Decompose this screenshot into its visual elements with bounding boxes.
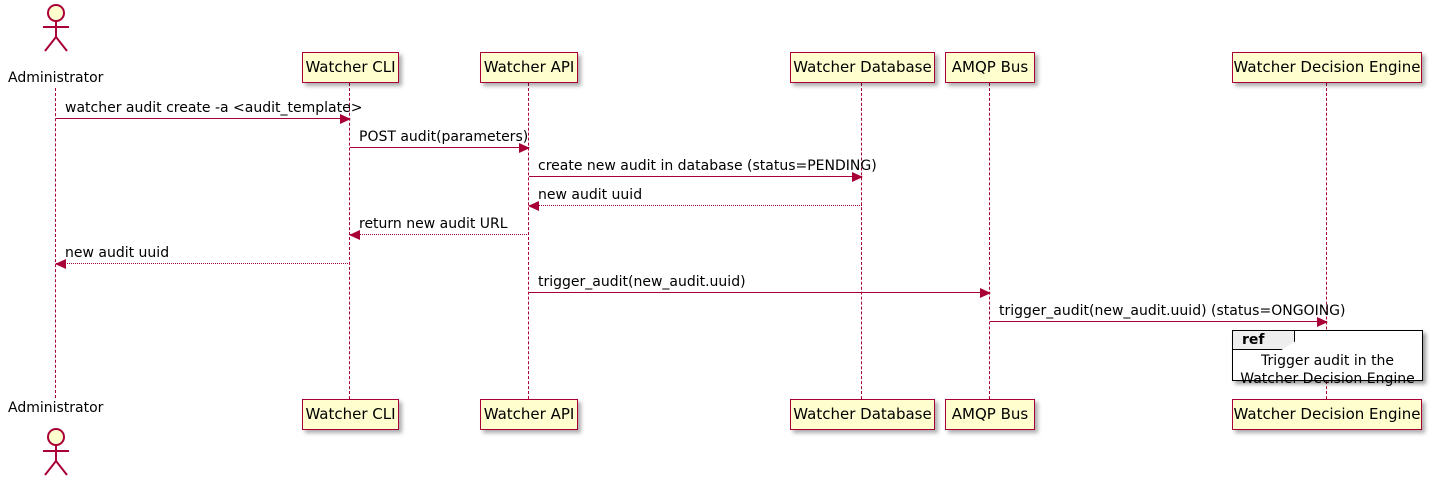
- participant-top-amqp-bus[interactable]: AMQP Bus: [945, 52, 1035, 83]
- message-label-6: trigger_audit(new_audit.uuid): [538, 274, 746, 290]
- message-label-1: POST audit(parameters): [359, 129, 529, 145]
- ref-fragment-line-0: Trigger audit in the: [1260, 353, 1395, 369]
- arrowhead-1: [519, 143, 530, 153]
- participant-bottom-decision-engine[interactable]: Watcher Decision Engine: [1232, 399, 1422, 430]
- message-arrow-5: [55, 259, 350, 269]
- message-arrow-7: [990, 317, 1328, 327]
- actor-label-top-administrator: Administrator: [8, 70, 104, 86]
- lifeline-administrator: [55, 88, 57, 398]
- message-label-7: trigger_audit(new_audit.uuid) (status=ON…: [999, 303, 1346, 319]
- actor-bottom-administrator: [39, 428, 73, 476]
- arrowhead-7: [1317, 317, 1328, 327]
- participant-top-watcher-cli[interactable]: Watcher CLI: [302, 52, 399, 83]
- message-label-3: new audit uuid: [538, 187, 643, 203]
- message-arrow-2: [529, 172, 863, 182]
- actor-top-administrator: [39, 4, 73, 52]
- message-arrow-0: [56, 114, 351, 124]
- message-arrow-3: [528, 201, 862, 211]
- arrowhead-5: [55, 259, 66, 269]
- message-label-4: return new audit URL: [359, 216, 508, 232]
- arrowhead-3: [528, 201, 539, 211]
- lifeline-decision-engine: [1326, 83, 1328, 399]
- message-label-5: new audit uuid: [65, 245, 170, 261]
- message-arrow-6: [529, 288, 991, 298]
- actor-label-bottom-administrator: Administrator: [8, 400, 104, 416]
- message-label-0: watcher audit create -a <audit_template>: [65, 100, 363, 116]
- arrowhead-4: [349, 230, 360, 240]
- participant-top-watcher-api[interactable]: Watcher API: [480, 52, 578, 83]
- lifeline-watcher-db: [861, 83, 863, 399]
- arrowhead-0: [340, 114, 351, 124]
- ref-fragment-tab: ref: [1233, 331, 1295, 350]
- message-arrow-1: [350, 143, 530, 153]
- participant-bottom-watcher-cli[interactable]: Watcher CLI: [302, 399, 399, 430]
- arrowhead-2: [852, 172, 863, 182]
- ref-fragment-line-1: Watcher Decision Engine: [1240, 370, 1415, 387]
- participant-top-watcher-db[interactable]: Watcher Database: [790, 52, 935, 83]
- arrowhead-6: [980, 288, 991, 298]
- participant-bottom-amqp-bus[interactable]: AMQP Bus: [945, 399, 1035, 430]
- participant-bottom-watcher-api[interactable]: Watcher API: [480, 399, 578, 430]
- participant-bottom-watcher-db[interactable]: Watcher Database: [790, 399, 935, 430]
- lifeline-watcher-api: [528, 83, 530, 399]
- message-label-2: create new audit in database (status=PEN…: [538, 158, 877, 174]
- lifeline-amqp-bus: [989, 83, 991, 399]
- lifeline-watcher-cli: [349, 83, 351, 399]
- message-arrow-4: [349, 230, 529, 240]
- participant-top-decision-engine[interactable]: Watcher Decision Engine: [1232, 52, 1422, 83]
